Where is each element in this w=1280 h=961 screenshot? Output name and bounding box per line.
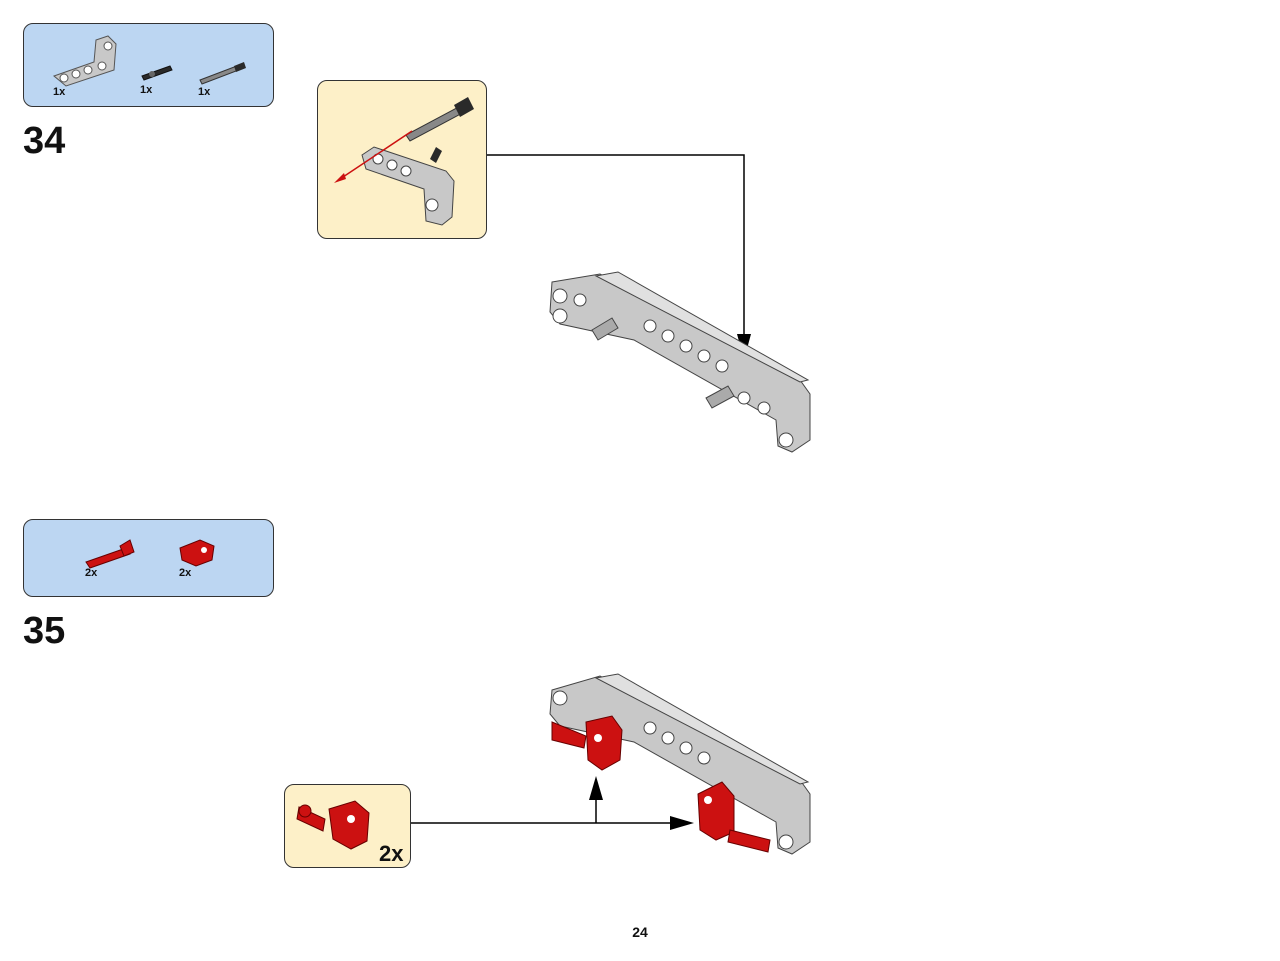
part-qty: 1x [198,86,211,98]
subassembly-art [296,800,370,850]
step-number: 34 [23,120,66,162]
part-qty: 1x [53,86,66,98]
step-35-parts-art [85,539,215,569]
step-34-subassembly-callout [317,80,487,239]
axle-pin-icon [141,65,173,81]
axle-icon [199,62,246,85]
step-34-main-assembly [549,271,811,453]
angled-beam-icon [53,35,117,87]
step-number: 35 [23,610,66,652]
step-35-parts-list: 2x 2x [23,519,274,597]
part-qty: 2x [85,567,98,579]
step-34-parts-list: 1x 1x 1x [23,23,274,107]
red-connector-icon [179,539,215,567]
red-axle-pin-icon [85,539,135,569]
step-35-main-assembly [549,673,811,855]
part-qty: 1x [140,84,153,96]
subassembly-qty: 2x [379,841,404,866]
part-qty: 2x [179,567,192,579]
page-number: 24 [632,924,648,940]
step-34-parts-art [53,35,246,87]
subassembly-art [334,97,474,226]
step-35-subassembly-callout: 2x [284,784,411,868]
